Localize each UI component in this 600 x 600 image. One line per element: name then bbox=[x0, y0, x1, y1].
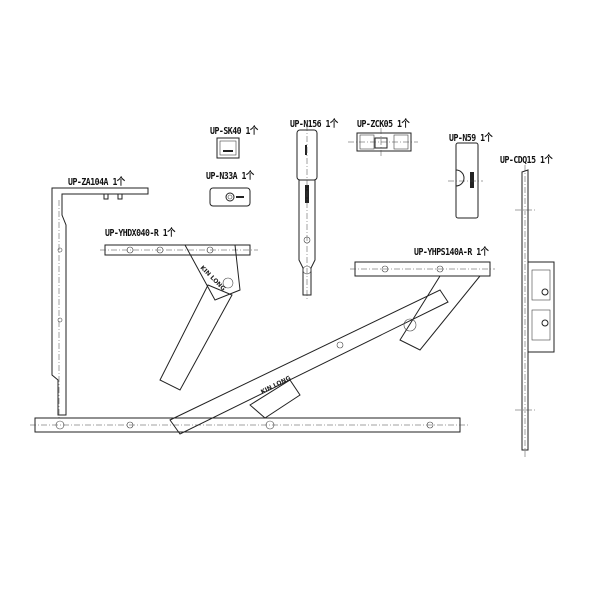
label-yhdx040r: UP-YHDX040-R 1个 bbox=[105, 228, 175, 239]
label-cdq15: UP-CDQ15 1个 bbox=[500, 155, 553, 166]
label-n156: UP-N156 1个 bbox=[290, 119, 338, 130]
part-zck05-drawing bbox=[348, 128, 418, 156]
part-za104a-drawing bbox=[51, 187, 149, 420]
label-sk40: UP-SK40 1个 bbox=[210, 126, 258, 137]
label-n33a: UP-N33A 1个 bbox=[206, 171, 254, 182]
label-yhps140ar: UP-YHPS140A-R 1个 bbox=[414, 247, 489, 258]
part-n59-drawing bbox=[448, 142, 483, 219]
label-n59: UP-N59 1个 bbox=[449, 133, 493, 144]
part-n33a-drawing bbox=[209, 187, 251, 207]
part-sk40-drawing bbox=[216, 137, 240, 159]
part-cdq15-drawing bbox=[515, 165, 555, 458]
kin-long-mark-2: KIN LONG bbox=[260, 375, 292, 396]
label-zck05: UP-ZCK05 1个 bbox=[357, 119, 410, 130]
part-yhps140ar-drawing: KIN LONG bbox=[30, 261, 495, 435]
part-n156-drawing bbox=[296, 125, 318, 300]
label-za104a: UP-ZA104A 1个 bbox=[68, 177, 125, 188]
part-yhdx040r-drawing: KIN LONG bbox=[100, 244, 258, 391]
